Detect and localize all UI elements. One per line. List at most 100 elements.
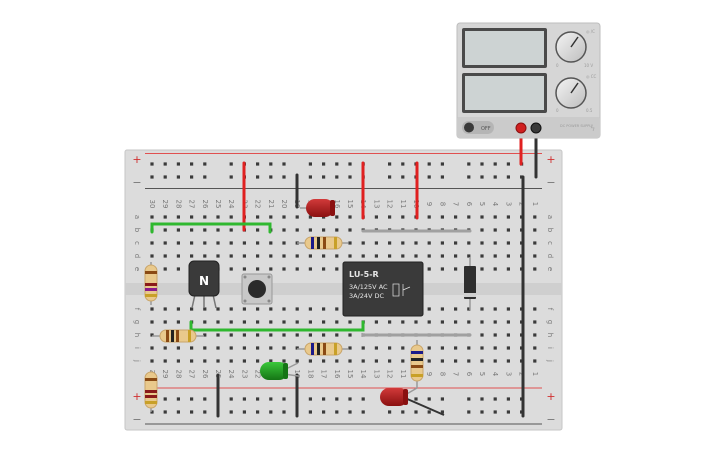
breadboard-hole[interactable] — [150, 307, 154, 311]
breadboard-hole[interactable] — [335, 267, 339, 271]
breadboard-hole[interactable] — [335, 215, 339, 219]
breadboard-hole[interactable] — [256, 175, 260, 179]
breadboard-hole[interactable] — [308, 320, 312, 324]
breadboard-hole[interactable] — [190, 254, 194, 258]
breadboard-hole[interactable] — [163, 228, 167, 232]
breadboard-hole[interactable] — [467, 215, 471, 219]
breadboard-hole[interactable] — [203, 215, 207, 219]
breadboard-hole[interactable] — [493, 333, 497, 337]
breadboard-hole[interactable] — [150, 359, 154, 363]
breadboard-hole[interactable] — [269, 397, 273, 401]
breadboard-hole[interactable] — [335, 410, 339, 414]
breadboard-hole[interactable] — [163, 175, 167, 179]
breadboard-hole[interactable] — [308, 307, 312, 311]
breadboard-hole[interactable] — [256, 307, 260, 311]
breadboard-hole[interactable] — [216, 215, 220, 219]
breadboard-hole[interactable] — [388, 215, 392, 219]
breadboard-hole[interactable] — [150, 241, 154, 245]
breadboard-hole[interactable] — [401, 175, 405, 179]
breadboard-hole[interactable] — [176, 397, 180, 401]
breadboard-hole[interactable] — [506, 397, 510, 401]
breadboard-hole[interactable] — [480, 359, 484, 363]
breadboard-hole[interactable] — [348, 333, 352, 337]
breadboard-hole[interactable] — [388, 241, 392, 245]
breadboard-hole[interactable] — [203, 397, 207, 401]
breadboard-hole[interactable] — [454, 267, 458, 271]
breadboard-hole[interactable] — [269, 346, 273, 350]
green-wire[interactable] — [150, 222, 272, 234]
breadboard-hole[interactable] — [308, 397, 312, 401]
red-led[interactable] — [300, 199, 335, 217]
breadboard-hole[interactable] — [427, 307, 431, 311]
breadboard-hole[interactable] — [335, 162, 339, 166]
breadboard-hole[interactable] — [176, 254, 180, 258]
breadboard-hole[interactable] — [256, 359, 260, 363]
breadboard-hole[interactable] — [229, 162, 233, 166]
breadboard-hole[interactable] — [150, 175, 154, 179]
breadboard-hole[interactable] — [506, 162, 510, 166]
breadboard-hole[interactable] — [308, 228, 312, 232]
breadboard-hole[interactable] — [256, 346, 260, 350]
green-led[interactable] — [260, 362, 299, 380]
breadboard-hole[interactable] — [440, 241, 444, 245]
breadboard-hole[interactable] — [322, 397, 326, 401]
resistor[interactable] — [144, 262, 158, 305]
breadboard-hole[interactable] — [308, 333, 312, 337]
breadboard-hole[interactable] — [348, 346, 352, 350]
breadboard-hole[interactable] — [454, 241, 458, 245]
breadboard-hole[interactable] — [295, 267, 299, 271]
breadboard-hole[interactable] — [163, 307, 167, 311]
breadboard-hole[interactable] — [440, 346, 444, 350]
breadboard-hole[interactable] — [322, 307, 326, 311]
breadboard-hole[interactable] — [203, 410, 207, 414]
breadboard-hole[interactable] — [282, 346, 286, 350]
breadboard-hole[interactable] — [229, 320, 233, 324]
breadboard-hole[interactable] — [282, 254, 286, 258]
breadboard-hole[interactable] — [506, 359, 510, 363]
breadboard-hole[interactable] — [427, 241, 431, 245]
breadboard-hole[interactable] — [414, 254, 418, 258]
breadboard-hole[interactable] — [203, 346, 207, 350]
breadboard-hole[interactable] — [242, 267, 246, 271]
breadboard-hole[interactable] — [348, 175, 352, 179]
breadboard-hole[interactable] — [269, 162, 273, 166]
breadboard-hole[interactable] — [190, 397, 194, 401]
breadboard-hole[interactable] — [322, 162, 326, 166]
breadboard-hole[interactable] — [150, 410, 154, 414]
breadboard-hole[interactable] — [269, 241, 273, 245]
breadboard-hole[interactable] — [322, 333, 326, 337]
breadboard-hole[interactable] — [322, 254, 326, 258]
breadboard-hole[interactable] — [176, 175, 180, 179]
breadboard-hole[interactable] — [190, 241, 194, 245]
breadboard-hole[interactable] — [256, 267, 260, 271]
breadboard-hole[interactable] — [176, 162, 180, 166]
breadboard-hole[interactable] — [467, 241, 471, 245]
breadboard-hole[interactable] — [229, 228, 233, 232]
breadboard-hole[interactable] — [163, 215, 167, 219]
breadboard-hole[interactable] — [295, 215, 299, 219]
breadboard-hole[interactable] — [203, 162, 207, 166]
breadboard-hole[interactable] — [203, 359, 207, 363]
breadboard-hole[interactable] — [269, 267, 273, 271]
breadboard-hole[interactable] — [401, 359, 405, 363]
breadboard-hole[interactable] — [335, 333, 339, 337]
breadboard-hole[interactable] — [229, 241, 233, 245]
breadboard-hole[interactable] — [282, 215, 286, 219]
breadboard-hole[interactable] — [335, 228, 339, 232]
breadboard-hole[interactable] — [388, 410, 392, 414]
breadboard-hole[interactable] — [216, 359, 220, 363]
breadboard-hole[interactable] — [190, 175, 194, 179]
breadboard-hole[interactable] — [440, 215, 444, 219]
breadboard-hole[interactable] — [401, 320, 405, 324]
breadboard-hole[interactable] — [190, 410, 194, 414]
breadboard-hole[interactable] — [480, 215, 484, 219]
breadboard-hole[interactable] — [150, 162, 154, 166]
breadboard-hole[interactable] — [242, 307, 246, 311]
breadboard-hole[interactable] — [454, 307, 458, 311]
breadboard-hole[interactable] — [506, 333, 510, 337]
breadboard-hole[interactable] — [269, 333, 273, 337]
breadboard-hole[interactable] — [467, 359, 471, 363]
breadboard-hole[interactable] — [282, 333, 286, 337]
breadboard-hole[interactable] — [176, 320, 180, 324]
breadboard-hole[interactable] — [229, 346, 233, 350]
